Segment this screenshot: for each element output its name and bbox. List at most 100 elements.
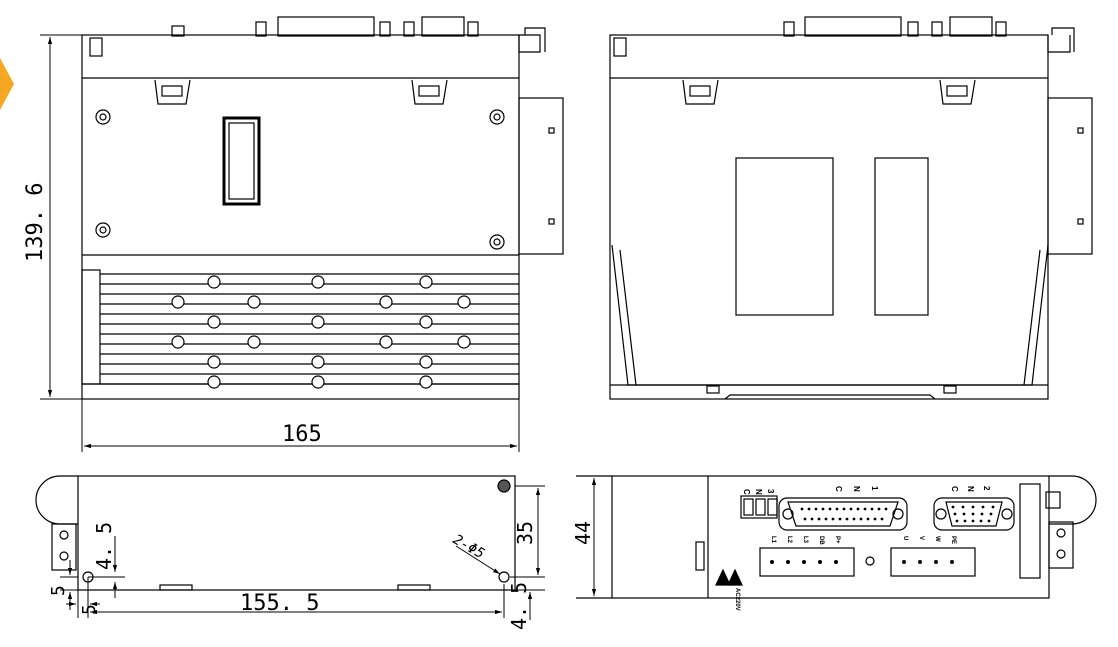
fin-ridge xyxy=(379,295,393,309)
cn1-label-1: 1 xyxy=(870,486,879,491)
connector-pin xyxy=(814,507,818,511)
power-terminal-labels: L1 L2 L3 DB P+ xyxy=(770,536,840,545)
terminal-label-db: DB xyxy=(818,536,824,545)
fin-ridge xyxy=(419,355,433,369)
fin-ridge xyxy=(311,355,325,369)
cn3-label-3: 3 xyxy=(766,489,775,494)
connector-pins xyxy=(770,505,995,564)
connector-pin xyxy=(934,560,938,564)
motor-terminal-labels: U V W PE xyxy=(902,536,956,544)
connector-pin xyxy=(821,507,825,511)
fin-ridge xyxy=(207,275,221,289)
front-width-dimension: 165 xyxy=(282,422,322,447)
connector-pin xyxy=(873,517,877,521)
bottom-dim-4-5-left: 4. 5 xyxy=(92,522,116,570)
terminal-label-u: U xyxy=(902,536,908,540)
connector-pin xyxy=(845,517,849,521)
fin-ridge xyxy=(171,335,185,349)
connector-pin xyxy=(856,507,860,511)
connector-pin xyxy=(980,512,984,516)
connector-pin xyxy=(877,507,881,511)
connector-pin xyxy=(951,505,955,509)
fin-ridge xyxy=(207,375,221,389)
fin-ridge xyxy=(379,335,393,349)
connector-pin xyxy=(824,517,828,521)
connector-dim-44: 44 xyxy=(571,521,595,545)
connector-pin xyxy=(834,560,838,564)
connector-pin xyxy=(859,517,863,521)
connector-pin xyxy=(835,507,839,511)
connector-pin xyxy=(963,519,967,523)
connector-pin xyxy=(991,505,995,509)
connector-pin xyxy=(817,517,821,521)
cn2-label-n: N xyxy=(966,486,975,492)
connector-pin xyxy=(810,517,814,521)
fin-ridge xyxy=(457,335,471,349)
connector-pin xyxy=(979,519,983,523)
connector-pin xyxy=(962,512,966,516)
cn2-label: C N 2 xyxy=(950,486,991,492)
front-height-dimension: 139. 6 xyxy=(23,183,48,262)
accent-corner xyxy=(0,58,14,110)
connector-pin xyxy=(831,517,835,521)
connector-pin xyxy=(863,507,867,511)
connector-pin xyxy=(838,517,842,521)
heatsink-fins xyxy=(100,273,519,389)
cn3-label-c: C xyxy=(742,489,751,495)
fin-ridge xyxy=(419,275,433,289)
fin-ridge xyxy=(311,315,325,329)
fin-ridge xyxy=(247,295,261,309)
cn1-label-c: C xyxy=(834,486,843,492)
connector-pin xyxy=(989,512,993,516)
connector-pin xyxy=(981,505,985,509)
bottom-dim-4-5-bottom: 4. 5 xyxy=(507,582,531,630)
voltage-label: AC220V xyxy=(734,588,740,611)
terminal-label-l3: L3 xyxy=(802,536,808,544)
terminal-label-pe: PE xyxy=(950,536,956,544)
connector-pin xyxy=(971,505,975,509)
bottom-hole-callout: 2-Φ5 xyxy=(450,532,487,563)
bottom-dim-35: 35 xyxy=(513,521,537,545)
fin-ridge xyxy=(171,295,185,309)
connector-pin xyxy=(955,519,959,523)
connector-pin xyxy=(950,560,954,564)
fin-ridge xyxy=(419,375,433,389)
cn2-label-2: 2 xyxy=(982,486,991,491)
terminal-label-w: W xyxy=(934,536,940,542)
front-view xyxy=(81,16,564,400)
connector-pin xyxy=(803,517,807,521)
terminal-label-v: V xyxy=(918,536,924,540)
connector-pin xyxy=(842,507,846,511)
fin-ridge xyxy=(311,375,325,389)
cn1-label-n: N xyxy=(852,486,861,492)
cn3-label: C N 3 xyxy=(742,489,775,495)
connector-pin xyxy=(866,517,870,521)
fin-ridge xyxy=(457,295,471,309)
connector-pin xyxy=(786,560,790,564)
bottom-dim-5-horizontal: 5 xyxy=(79,604,100,615)
bottom-view xyxy=(35,475,516,591)
connector-pin xyxy=(961,505,965,509)
fin-ridge xyxy=(247,335,261,349)
connector-pin xyxy=(870,507,874,511)
connector-pin xyxy=(918,560,922,564)
connector-pin xyxy=(828,507,832,511)
terminal-label-l2: L2 xyxy=(786,536,792,544)
connector-pin xyxy=(852,517,856,521)
connector-pin xyxy=(953,512,957,516)
connector-pin xyxy=(807,507,811,511)
cn1-label: C N 1 xyxy=(834,486,879,492)
connector-pin xyxy=(880,517,884,521)
connector-pin xyxy=(971,519,975,523)
connector-pin xyxy=(884,507,888,511)
connector-pin xyxy=(818,560,822,564)
connector-pin xyxy=(987,519,991,523)
terminal-label-l1: L1 xyxy=(770,536,776,544)
connector-view xyxy=(576,475,1097,599)
fin-ridge xyxy=(419,315,433,329)
connector-pin xyxy=(800,507,804,511)
terminal-label-p: P+ xyxy=(834,536,840,544)
connector-pin xyxy=(770,560,774,564)
front-view-dimensions xyxy=(40,34,520,452)
